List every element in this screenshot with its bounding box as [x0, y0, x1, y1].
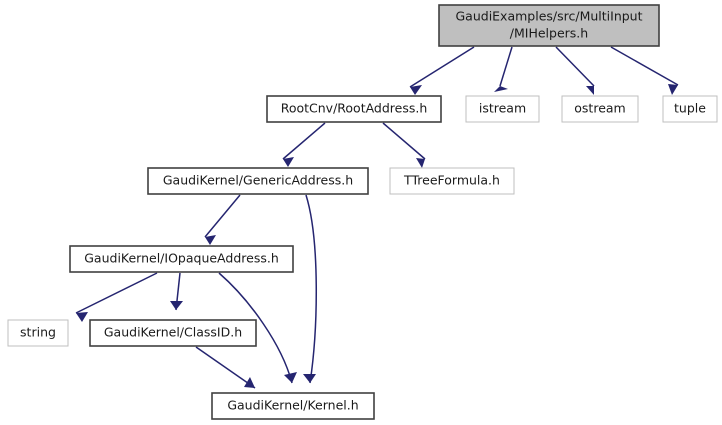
- node-label: GaudiKernel/ClassID.h: [104, 325, 242, 340]
- edge-line: [305, 194, 317, 384]
- arrowhead-icon: [244, 377, 255, 388]
- node-box[interactable]: [211, 392, 375, 420]
- edge-mihelpers-to-tuple: [610, 46, 679, 95]
- arrowhead-icon: [76, 312, 88, 322]
- edge-line: [555, 46, 595, 87]
- edge-iopaqueaddress-to-kernel: [218, 272, 297, 384]
- arrowhead-icon: [416, 158, 425, 168]
- node-string[interactable]: string: [7, 319, 69, 347]
- node-box[interactable]: [389, 167, 515, 195]
- node-rootaddress[interactable]: RootCnv/RootAddress.h: [266, 95, 442, 123]
- node-label: ostream: [574, 101, 625, 116]
- node-label: GaudiKernel/IOpaqueAddress.h: [84, 251, 279, 266]
- node-label: tuple: [674, 101, 706, 116]
- edge-genericaddress-to-iopaqueaddress: [204, 194, 241, 245]
- node-label: RootCnv/RootAddress.h: [281, 101, 428, 116]
- nodes-layer: GaudiExamples/src/MultiInput/MIHelpers.h…: [7, 4, 718, 420]
- edge-mihelpers-to-rootaddress: [409, 46, 475, 95]
- edge-iopaqueaddress-to-string: [75, 272, 158, 322]
- edge-line: [382, 122, 426, 160]
- node-label: GaudiKernel/Kernel.h: [227, 398, 358, 413]
- node-genericaddress[interactable]: GaudiKernel/GenericAddress.h: [147, 167, 369, 195]
- arrowhead-icon: [205, 235, 216, 245]
- node-label: TTreeFormula.h: [403, 173, 500, 188]
- edge-rootaddress-to-ttreeformula: [382, 122, 426, 168]
- edge-line: [610, 46, 679, 86]
- arrowhead-icon: [586, 86, 594, 95]
- arrowhead-icon: [303, 374, 316, 383]
- edge-iopaqueaddress-to-classid: [170, 272, 183, 311]
- edge-genericaddress-to-kernel: [303, 194, 317, 384]
- edge-line: [75, 272, 158, 314]
- edge-line: [282, 122, 326, 160]
- arrowhead-icon: [170, 301, 183, 310]
- node-ostream[interactable]: ostream: [561, 95, 639, 123]
- node-box[interactable]: [438, 4, 660, 47]
- node-box[interactable]: [89, 319, 257, 347]
- node-istream[interactable]: istream: [465, 95, 540, 123]
- node-label: istream: [479, 101, 526, 116]
- edge-rootaddress-to-genericaddress: [282, 122, 326, 167]
- edge-line: [409, 46, 475, 88]
- arrowhead-icon: [410, 85, 422, 95]
- node-box[interactable]: [69, 245, 294, 273]
- node-iopaqueaddress[interactable]: GaudiKernel/IOpaqueAddress.h: [69, 245, 294, 273]
- arrowhead-icon: [284, 372, 297, 383]
- edges-layer: [75, 46, 679, 389]
- node-tuple[interactable]: tuple: [662, 95, 718, 123]
- node-kernel[interactable]: GaudiKernel/Kernel.h: [211, 392, 375, 420]
- node-ttreeformula[interactable]: TTreeFormula.h: [389, 167, 515, 195]
- arrowhead-icon: [494, 86, 508, 92]
- node-label: GaudiExamples/src/MultiInput: [455, 9, 642, 24]
- node-box[interactable]: [7, 319, 69, 347]
- node-classid[interactable]: GaudiKernel/ClassID.h: [89, 319, 257, 347]
- arrowhead-icon: [283, 157, 294, 167]
- node-box[interactable]: [266, 95, 442, 123]
- edge-mihelpers-to-istream: [494, 46, 513, 92]
- node-label: /MIHelpers.h: [510, 26, 588, 41]
- node-box[interactable]: [662, 95, 718, 123]
- arrowhead-icon: [668, 84, 678, 95]
- node-box[interactable]: [147, 167, 369, 195]
- edge-classid-to-kernel: [195, 346, 256, 389]
- edge-mihelpers-to-ostream: [555, 46, 595, 95]
- node-label: string: [20, 325, 56, 340]
- edge-line: [218, 272, 293, 384]
- node-box[interactable]: [465, 95, 540, 123]
- edge-line: [195, 346, 256, 389]
- node-mihelpers[interactable]: GaudiExamples/src/MultiInput/MIHelpers.h: [438, 4, 660, 47]
- edge-line: [204, 194, 241, 238]
- node-label: GaudiKernel/GenericAddress.h: [163, 173, 353, 188]
- edge-line: [499, 46, 513, 87]
- node-box[interactable]: [561, 95, 639, 123]
